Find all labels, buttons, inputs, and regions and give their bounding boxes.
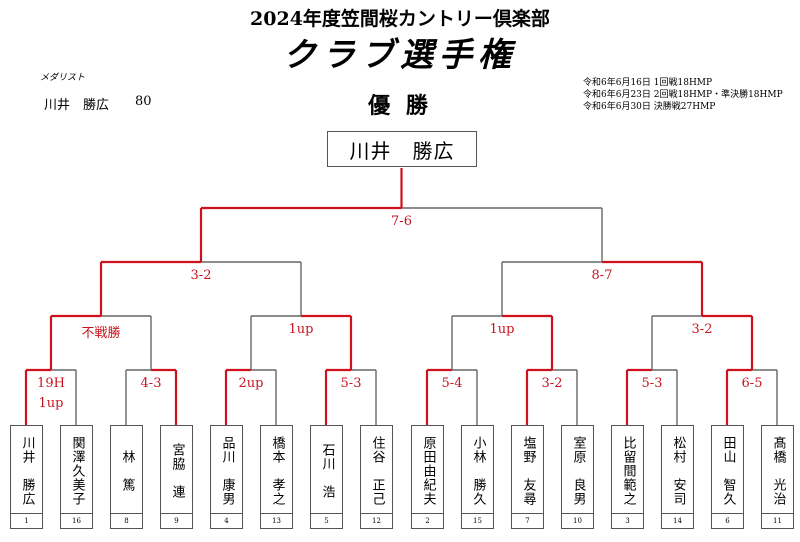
champion-box: 川井 勝広	[327, 131, 477, 167]
player-seed: 8	[111, 513, 142, 528]
player-seed: 11	[762, 513, 793, 528]
player-box: 関澤久美子 16	[60, 425, 93, 529]
match-score: 不戦勝	[81, 326, 121, 341]
match-score: 8-7	[591, 268, 613, 283]
match-score: 1up	[38, 396, 64, 411]
match-score: 5-3	[641, 376, 663, 391]
match-score: 2up	[238, 376, 264, 391]
player-seed: 13	[261, 513, 292, 528]
player-seed: 10	[562, 513, 593, 528]
match-score: 3-2	[190, 268, 212, 283]
tournament-title: 2024年度笠間桜カントリー倶楽部	[250, 8, 550, 30]
player-seed: 1	[11, 513, 42, 528]
player-box: 田山 智久 6	[711, 425, 744, 529]
player-box: 住谷 正己 12	[360, 425, 393, 529]
champion-name: 川井 勝広	[349, 138, 455, 163]
player-name: 宮脇 連	[169, 442, 185, 499]
player-box: 川井 勝広 1	[10, 425, 43, 529]
schedule-line: 令和6年6月30日 決勝戦27HMP	[583, 102, 716, 112]
match-score: 6-5	[741, 376, 763, 391]
schedule-list: 令和6年6月16日 1回戦18HMP 令和6年6月23日 2回戦18HMP・準決…	[583, 77, 783, 113]
player-seed: 5	[311, 513, 342, 528]
champion-label: 優 勝	[368, 93, 432, 119]
player-name: 塩野 友尋	[520, 435, 536, 506]
match-score: 5-4	[441, 376, 463, 391]
player-name: 石川 浩	[319, 442, 335, 499]
player-box: 塩野 友尋 7	[511, 425, 544, 529]
player-seed: 7	[512, 513, 543, 528]
player-seed: 4	[211, 513, 242, 528]
player-name: 原田由紀夫	[420, 435, 436, 506]
match-score: 3-2	[691, 322, 713, 337]
medalist-score: 80	[135, 94, 152, 109]
player-seed: 6	[712, 513, 743, 528]
player-name: 品川 康男	[219, 435, 235, 506]
player-box: 石川 浩 5	[310, 425, 343, 529]
player-name: 松村 安司	[670, 435, 686, 506]
player-box: 橋本 孝之 13	[260, 425, 293, 529]
match-score: 7-6	[391, 214, 412, 229]
player-name: 川井 勝広	[19, 435, 35, 506]
match-score: 1up	[288, 322, 314, 337]
player-seed: 12	[361, 513, 392, 528]
schedule-line: 令和6年6月16日 1回戦18HMP	[583, 78, 713, 88]
player-box: 宮脇 連 9	[160, 425, 193, 529]
player-name: 比留間範之	[620, 435, 636, 506]
player-seed: 16	[61, 513, 92, 528]
match-score: 4-3	[140, 376, 162, 391]
player-box: 髙橋 光治 11	[761, 425, 794, 529]
player-seed: 3	[612, 513, 643, 528]
player-seed: 14	[662, 513, 693, 528]
player-box: 林 篤 8	[110, 425, 143, 529]
player-name: 橋本 孝之	[269, 435, 285, 506]
player-name: 田山 智久	[720, 435, 736, 506]
player-seed: 2	[412, 513, 443, 528]
medalist-name: 川井 勝広	[44, 98, 110, 113]
player-name: 関澤久美子	[69, 435, 85, 506]
player-name: 林 篤	[119, 449, 135, 492]
match-score: 5-3	[340, 376, 362, 391]
player-seed: 15	[462, 513, 493, 528]
player-seed: 9	[161, 513, 192, 528]
match-score: 3-2	[541, 376, 563, 391]
schedule-line: 令和6年6月23日 2回戦18HMP・準決勝18HMP	[583, 90, 783, 100]
match-score: 1up	[489, 322, 515, 337]
player-box: 松村 安司 14	[661, 425, 694, 529]
player-box: 品川 康男 4	[210, 425, 243, 529]
player-name: 室原 良男	[570, 435, 586, 506]
player-box: 比留間範之 3	[611, 425, 644, 529]
player-name: 小林 勝久	[470, 435, 486, 506]
tournament-subtitle: クラブ選手権	[283, 35, 517, 74]
medalist-label: メダリスト	[40, 73, 86, 83]
player-box: 小林 勝久 15	[461, 425, 494, 529]
player-box: 原田由紀夫 2	[411, 425, 444, 529]
player-box: 室原 良男 10	[561, 425, 594, 529]
match-score: 19H	[37, 376, 65, 391]
player-name: 住谷 正己	[369, 435, 385, 506]
player-name: 髙橋 光治	[770, 435, 786, 506]
